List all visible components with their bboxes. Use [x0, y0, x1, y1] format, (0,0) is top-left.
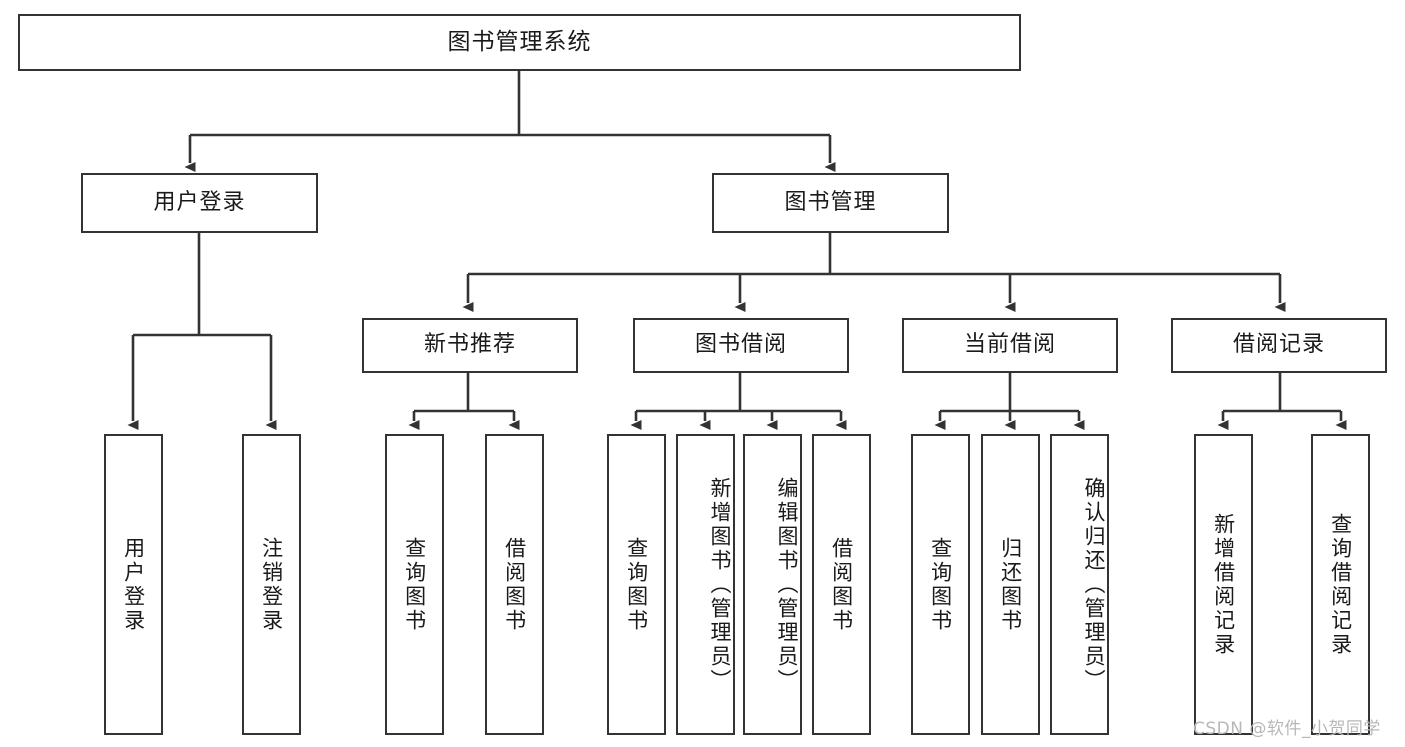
node-label: 查询图书: [928, 536, 953, 633]
node-label: 查询图书: [624, 536, 649, 633]
node-current-borrow[interactable]: 当前借阅: [902, 318, 1118, 373]
node-root-book-management-system[interactable]: 图书管理系统: [18, 14, 1021, 71]
watermark-text: CSDN @软件_小贺同学: [1193, 719, 1381, 739]
node-label: 图书管理: [784, 189, 877, 215]
node-label: 图书管理系统: [447, 28, 592, 55]
node-label: 借阅记录: [1232, 332, 1325, 358]
node-label: 新书推荐: [423, 332, 516, 358]
node-label: 用户登录: [153, 189, 246, 215]
node-book-borrow[interactable]: 图书借阅: [633, 318, 849, 373]
leaf-book-borrow-borrow-book[interactable]: 借阅图书: [812, 434, 871, 735]
node-label: 注销登录: [259, 536, 284, 633]
leaf-current-borrow-confirm-return-admin[interactable]: 确认归还（管理员）: [1050, 434, 1109, 735]
leaf-user-login-login[interactable]: 用户登录: [104, 434, 163, 735]
node-label: 图书借阅: [694, 332, 787, 358]
node-label: 用户登录: [121, 536, 146, 633]
node-label: 查询图书: [402, 536, 427, 633]
leaf-book-borrow-edit-book-admin[interactable]: 编辑图书（管理员）: [743, 434, 802, 735]
node-borrow-record[interactable]: 借阅记录: [1171, 318, 1387, 373]
node-label: 编辑图书（管理员）: [775, 476, 799, 693]
leaf-current-borrow-query-book[interactable]: 查询图书: [911, 434, 970, 735]
node-label: 借阅图书: [502, 536, 527, 633]
node-label: 新增借阅记录: [1211, 512, 1236, 657]
node-label: 新增图书（管理员）: [708, 476, 732, 693]
node-user-login[interactable]: 用户登录: [81, 173, 318, 233]
node-new-book-recommend[interactable]: 新书推荐: [362, 318, 578, 373]
leaf-borrow-record-query-record[interactable]: 查询借阅记录: [1311, 434, 1370, 735]
leaf-borrow-record-add-record[interactable]: 新增借阅记录: [1194, 434, 1253, 735]
node-label: 借阅图书: [829, 536, 854, 633]
node-label: 归还图书: [998, 536, 1023, 633]
leaf-book-borrow-query-book[interactable]: 查询图书: [607, 434, 666, 735]
leaf-current-borrow-return-book[interactable]: 归还图书: [981, 434, 1040, 735]
leaf-user-login-logout[interactable]: 注销登录: [242, 434, 301, 735]
node-book-management[interactable]: 图书管理: [712, 173, 949, 233]
node-label: 确认归还（管理员）: [1082, 476, 1106, 693]
node-label: 当前借阅: [963, 332, 1056, 358]
leaf-new-book-query-book[interactable]: 查询图书: [385, 434, 444, 735]
leaf-new-book-borrow-book[interactable]: 借阅图书: [485, 434, 544, 735]
node-label: 查询借阅记录: [1328, 512, 1353, 657]
leaf-book-borrow-add-book-admin[interactable]: 新增图书（管理员）: [676, 434, 735, 735]
